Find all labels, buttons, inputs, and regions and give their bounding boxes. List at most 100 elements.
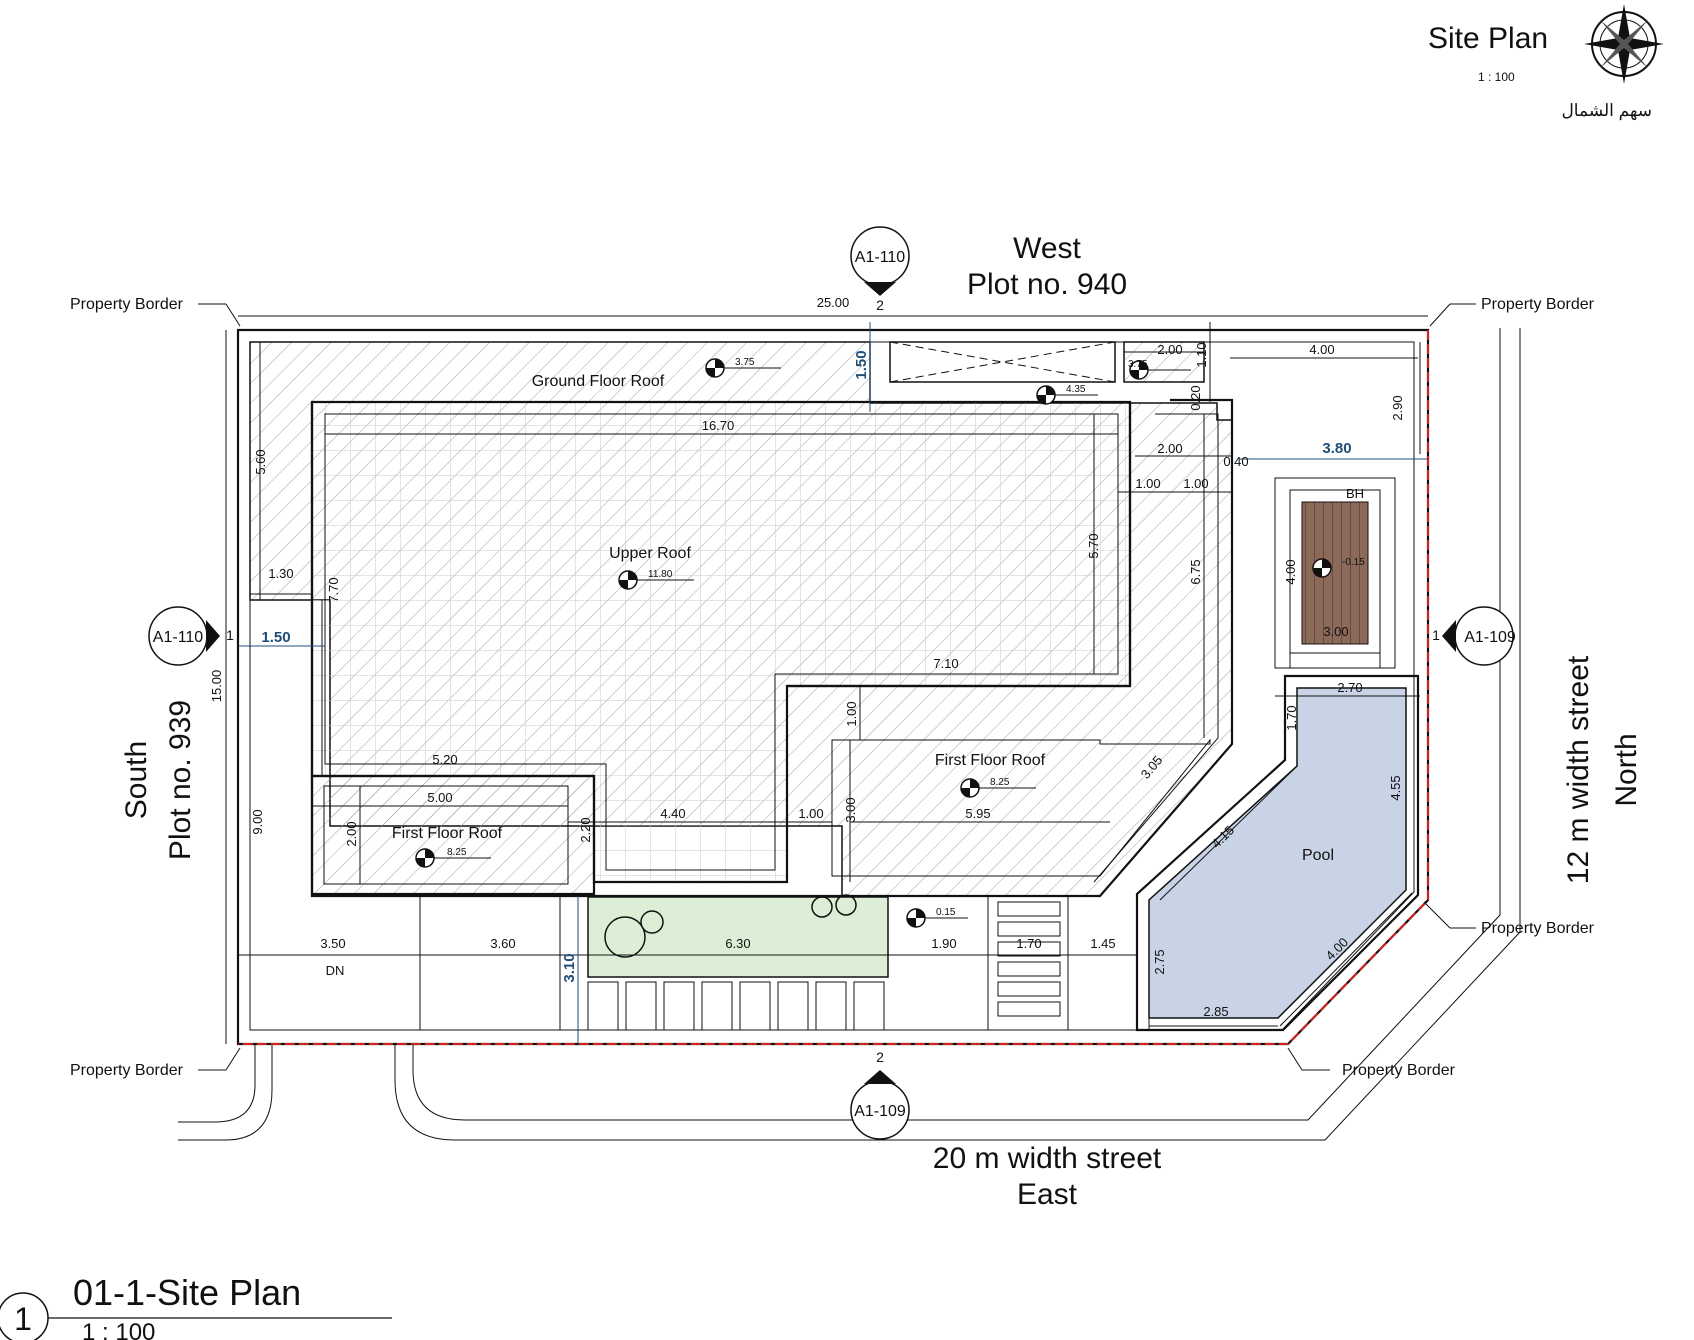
dim-text: 2.00 bbox=[1157, 441, 1182, 456]
dim-text: 0.40 bbox=[1223, 454, 1248, 469]
north-arrow-icon bbox=[1584, 4, 1664, 84]
tree-icon bbox=[811, 896, 833, 918]
section-marker-bottom: A1-109 2 bbox=[850, 1049, 910, 1140]
ground-floor-roof-label: Ground Floor Roof bbox=[532, 373, 665, 390]
dim-text: 2.85 bbox=[1203, 1004, 1228, 1019]
dim-text: 2.00 bbox=[1157, 342, 1182, 357]
dim-text: 1.70 bbox=[1016, 936, 1041, 951]
dim-text: 1.70 bbox=[1284, 705, 1299, 730]
site-plan-title: Site Plan bbox=[1428, 22, 1548, 55]
upper-roof-label: Upper Roof bbox=[609, 545, 691, 562]
dim-text: 3.60 bbox=[490, 936, 515, 951]
upper-roof-outer-wall bbox=[787, 402, 1132, 688]
level-marker bbox=[705, 358, 781, 378]
property-border-label: Property Border bbox=[1342, 1062, 1456, 1079]
svg-text:2: 2 bbox=[876, 297, 884, 313]
north-street-label: 12 m width street bbox=[1562, 655, 1595, 884]
parking-bays bbox=[587, 981, 885, 1031]
first-floor-roof-right bbox=[831, 738, 1211, 877]
level-value: 8.25 bbox=[447, 847, 467, 858]
north-arrow-caption: سهم الشمال bbox=[1561, 101, 1652, 121]
level-marker bbox=[618, 570, 694, 590]
svg-text:A1-110: A1-110 bbox=[153, 629, 204, 646]
drawing-title: 01-1-Site Plan bbox=[73, 1272, 301, 1313]
south-label: South bbox=[120, 741, 153, 819]
drawing-scale: 1 : 100 bbox=[82, 1319, 155, 1340]
level-value: 0.15 bbox=[936, 907, 956, 918]
level-value: 3.75 bbox=[1128, 359, 1148, 370]
dim-text: 1.45 bbox=[1090, 936, 1115, 951]
dim-text: 1.10 bbox=[1194, 342, 1209, 367]
drawing-number: 1 bbox=[14, 1301, 32, 1337]
dim-text: 1.30 bbox=[268, 566, 293, 581]
section-marker-top: A1-110 2 bbox=[850, 226, 910, 313]
west-plot-label: Plot no. 940 bbox=[967, 268, 1127, 301]
main-outer-wall bbox=[310, 402, 787, 898]
site-plan-scale: 1 : 100 bbox=[1478, 70, 1515, 84]
property-border-label: Property Border bbox=[1481, 296, 1595, 313]
dim-text: 2.00 bbox=[344, 821, 359, 846]
entrance-steps bbox=[987, 895, 1069, 1031]
dim-text: 5.20 bbox=[432, 752, 457, 767]
dim-text: 1.90 bbox=[931, 936, 956, 951]
level-marker bbox=[906, 908, 968, 928]
dimension-lines bbox=[225, 315, 1428, 1044]
dim-text: 7.10 bbox=[933, 656, 958, 671]
level-marker bbox=[1312, 558, 1332, 578]
east-street-label: 20 m width street bbox=[933, 1142, 1162, 1175]
svg-text:1: 1 bbox=[226, 627, 234, 643]
dim-text: 3.50 bbox=[320, 936, 345, 951]
north-label: North bbox=[1610, 733, 1643, 806]
dim-text: 16.70 bbox=[702, 418, 735, 433]
dim-text: 5.70 bbox=[1086, 533, 1101, 558]
drawing-title-block: 1 01-1-Site Plan 1 : 100 bbox=[0, 1272, 392, 1340]
level-marker bbox=[415, 848, 491, 868]
dim-text: 25.00 bbox=[817, 295, 850, 310]
svg-text:A1-110: A1-110 bbox=[855, 249, 906, 266]
dim-text: 2.75 bbox=[1152, 949, 1167, 974]
tree-icon bbox=[835, 894, 857, 916]
dim-text: 0.20 bbox=[1188, 385, 1203, 410]
level-value: 8.25 bbox=[990, 777, 1010, 788]
level-marker bbox=[960, 778, 1036, 798]
level-marker bbox=[1129, 360, 1191, 380]
svg-text:1: 1 bbox=[1432, 627, 1440, 643]
section-marker-left: A1-110 1 bbox=[148, 606, 234, 666]
dim-text: 6.30 bbox=[725, 936, 750, 951]
first-floor-wall-inner bbox=[1093, 413, 1219, 883]
garden-area bbox=[587, 894, 889, 978]
dim-text: 2.70 bbox=[1337, 680, 1362, 695]
dim-text-blue: 1.50 bbox=[853, 350, 870, 379]
property-border-label: Property Border bbox=[1481, 920, 1595, 937]
first-floor-roof-right-label: First Floor Roof bbox=[935, 752, 1046, 769]
tree-icon bbox=[604, 916, 646, 958]
svg-text:A1-109: A1-109 bbox=[1464, 629, 1516, 646]
svg-text:2: 2 bbox=[876, 1049, 884, 1065]
level-value: 4.35 bbox=[1066, 384, 1086, 395]
tree-icon bbox=[640, 910, 664, 934]
dim-text: 4.40 bbox=[660, 806, 685, 821]
dim-text: 15.00 bbox=[209, 670, 224, 703]
dim-text: 1.00 bbox=[1183, 476, 1208, 491]
bh-label: BH bbox=[1346, 486, 1364, 501]
dim-text: 3.00 bbox=[843, 797, 858, 822]
dim-text: 5.95 bbox=[965, 806, 990, 821]
west-label: West bbox=[1013, 232, 1081, 265]
dim-text: 9.00 bbox=[250, 809, 265, 834]
dim-text: 6.75 bbox=[1188, 559, 1203, 584]
dim-text: 4.00 bbox=[1283, 559, 1298, 584]
dim-text: 2.20 bbox=[578, 817, 593, 842]
property-border-label: Property Border bbox=[70, 296, 184, 313]
level-value: 3.75 bbox=[735, 357, 755, 368]
level-value: -0.15 bbox=[1342, 557, 1365, 568]
dim-text: 2.90 bbox=[1390, 395, 1405, 420]
dim-text: 1.00 bbox=[798, 806, 823, 821]
dim-text: 3.00 bbox=[1323, 624, 1348, 639]
dim-text: 5.60 bbox=[253, 449, 268, 474]
east-label: East bbox=[1017, 1178, 1078, 1211]
dim-text-blue: 3.80 bbox=[1322, 440, 1351, 457]
first-floor-roof-left bbox=[310, 774, 596, 896]
dim-text: 4.55 bbox=[1388, 775, 1403, 800]
level-value: 11.80 bbox=[648, 569, 673, 580]
